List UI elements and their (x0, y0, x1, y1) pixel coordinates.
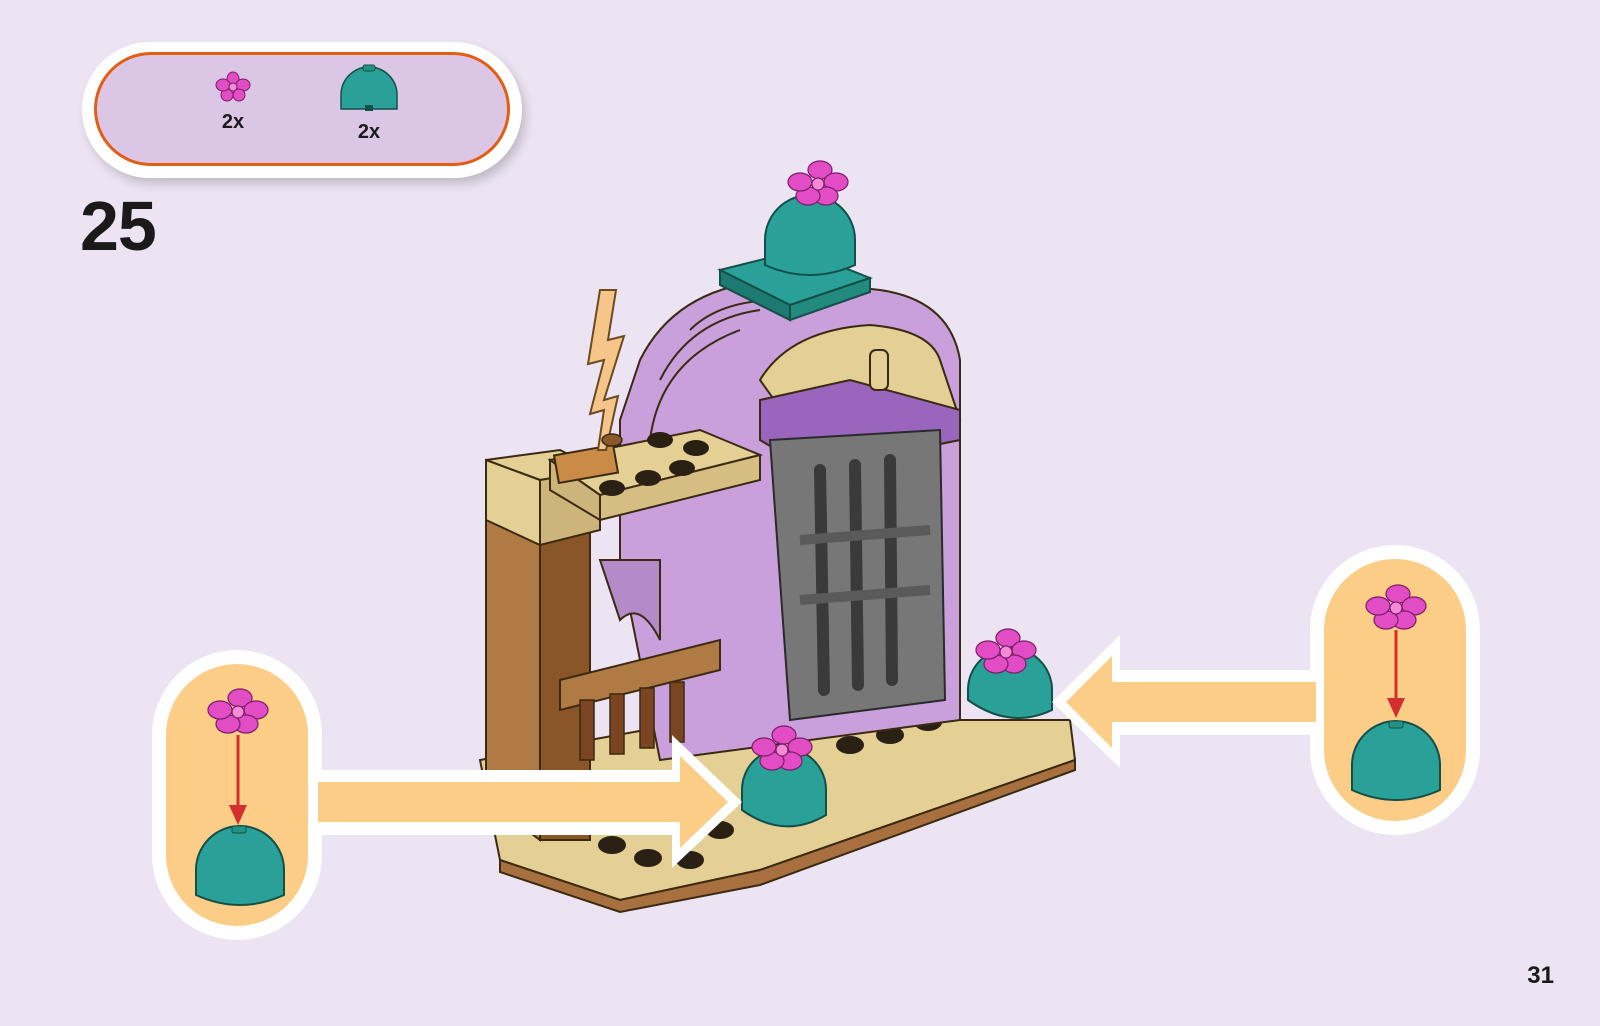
page-number: 31 (1527, 962, 1554, 990)
barred-door (770, 430, 945, 720)
tower-top (720, 161, 870, 320)
right-assembly-callout (1052, 545, 1480, 835)
lightning-bolt (588, 290, 624, 450)
teal-dome-icon (196, 826, 284, 905)
placed-dome-right (968, 629, 1052, 718)
teal-dome-icon (1352, 721, 1440, 800)
